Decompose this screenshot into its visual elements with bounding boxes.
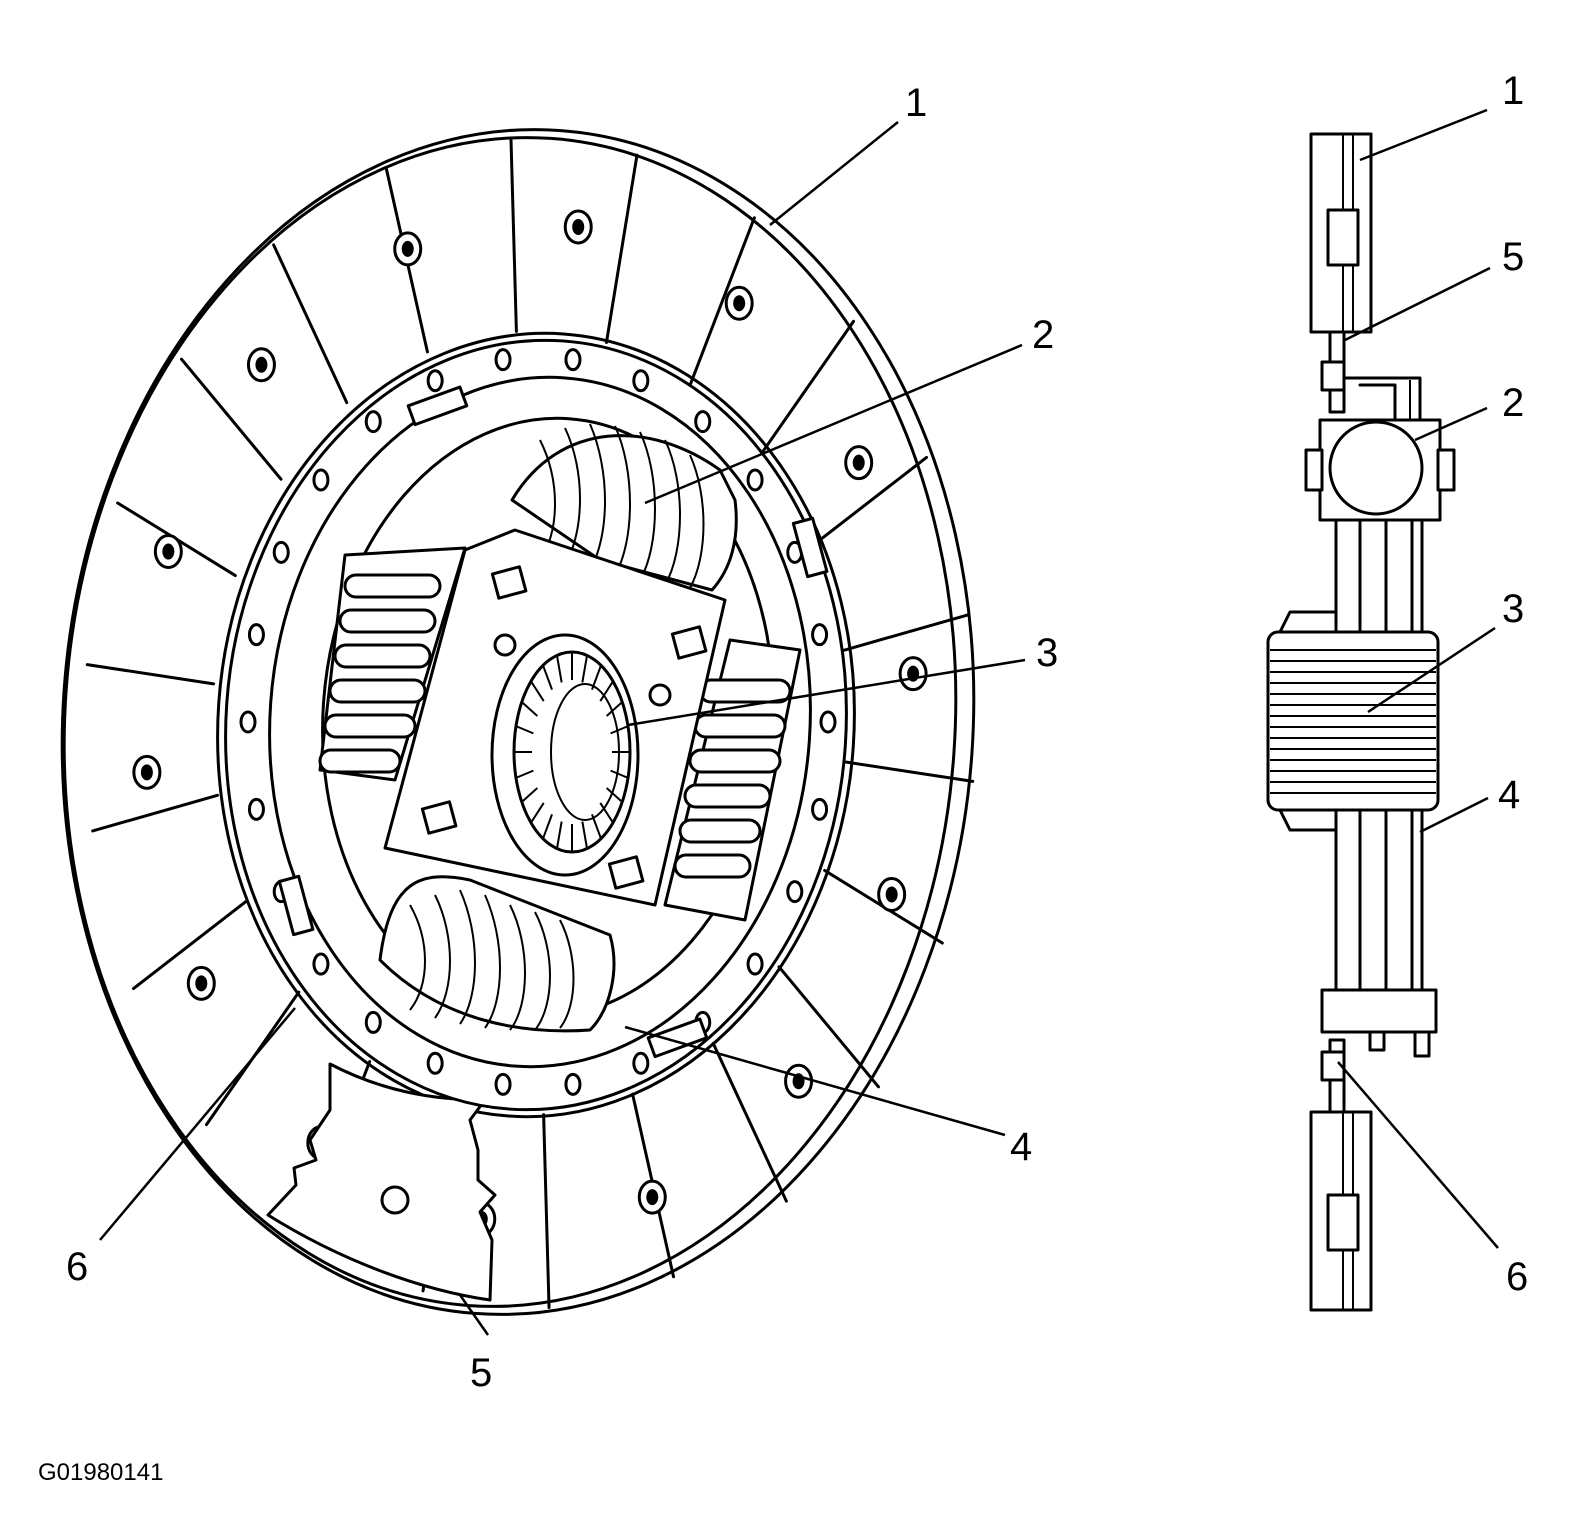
callout-splined-hub: 3 xyxy=(1036,631,1058,675)
side-callout-hub-flange: 4 xyxy=(1498,773,1520,817)
damper-spring-right xyxy=(663,638,802,922)
callout-friction-facing: 1 xyxy=(905,81,927,125)
splined-hub xyxy=(490,633,640,877)
callout-retainer-plate: 6 xyxy=(66,1245,88,1289)
spline-teeth xyxy=(514,652,630,852)
callout-cushion-plate: 5 xyxy=(470,1351,492,1395)
side-callout-splined-hub: 3 xyxy=(1502,587,1524,631)
side-view-callouts: 1 5 2 3 4 6 xyxy=(1498,69,1528,1299)
front-view-leaders xyxy=(99,121,1026,1336)
side-callout-retainer-plate: 6 xyxy=(1506,1255,1528,1299)
side-view-clutch-disc xyxy=(1266,132,1456,1312)
front-view-clutch-disc xyxy=(60,128,976,1316)
torsion-spring-bottom xyxy=(378,875,616,1033)
cushion-plate-cutaway xyxy=(266,1062,497,1302)
side-callout-cushion-plate: 5 xyxy=(1502,235,1524,279)
hub-spline-lines xyxy=(1270,649,1436,794)
callout-hub-flange: 4 xyxy=(1010,1125,1032,1169)
front-view-callouts: 1 2 3 4 5 6 xyxy=(66,81,1058,1395)
side-view-leaders xyxy=(1337,108,1499,1249)
callout-torsion-spring: 2 xyxy=(1032,313,1054,357)
side-callout-friction-facing: 1 xyxy=(1502,69,1524,113)
damper-spring-left xyxy=(318,546,467,782)
side-callout-torsion-spring: 2 xyxy=(1502,381,1524,425)
figure-id: G01980141 xyxy=(38,1459,163,1486)
